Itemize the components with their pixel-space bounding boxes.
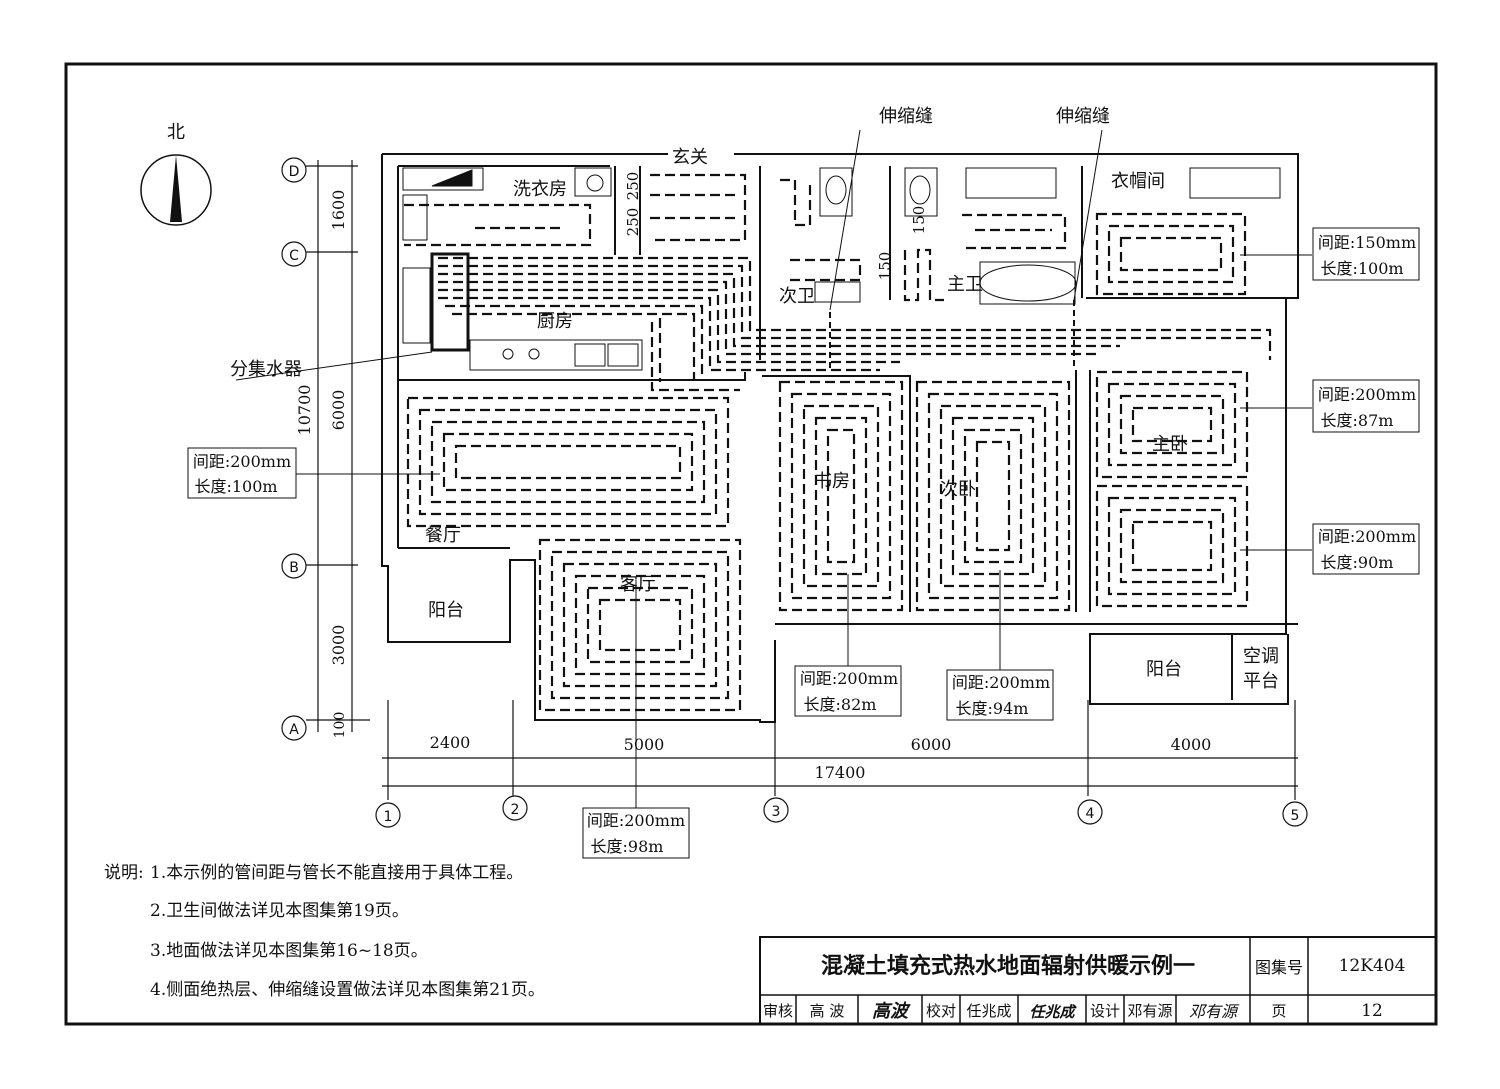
check-label: 校对 bbox=[926, 1002, 956, 1020]
axis-1: 1 bbox=[384, 809, 393, 825]
axis-D: D bbox=[289, 164, 300, 180]
dim-1600: 1600 bbox=[329, 190, 348, 231]
fixtures bbox=[402, 167, 1281, 371]
loop-length: 长度:90m bbox=[1321, 553, 1394, 572]
loop-box-study: 间距:200mm 长度:82m bbox=[794, 665, 902, 717]
room-second-bed: 次卧 bbox=[940, 479, 976, 500]
loop-spacing: 间距:200mm bbox=[587, 811, 685, 830]
note-4: 4.侧面绝热层、伸缩缝设置做法详见本图集第21页。 bbox=[150, 980, 545, 1000]
note-1: 1.本示例的管间距与管长不能直接用于具体工程。 bbox=[150, 863, 523, 883]
row-axes bbox=[281, 157, 370, 741]
notes-head: 说明: bbox=[104, 863, 144, 883]
axis-4: 4 bbox=[1086, 806, 1095, 822]
loop-box-master-lower: 间距:200mm 长度:90m bbox=[1312, 523, 1420, 575]
axis-A: A bbox=[289, 722, 299, 738]
room-living: 客厅 bbox=[620, 574, 656, 595]
room-master-bath: 主卫 bbox=[947, 274, 983, 295]
room-balcony-e: 阳台 bbox=[1146, 659, 1182, 680]
dim-6000: 6000 bbox=[329, 390, 348, 431]
room-kitchen: 厨房 bbox=[537, 311, 573, 332]
room-ac-2: 平台 bbox=[1243, 671, 1279, 692]
loop-box-dining: 间距:200mm 长度:100m bbox=[187, 447, 297, 499]
dim-250-b: 250 bbox=[624, 208, 642, 237]
manifold-label: 分集水器 bbox=[230, 359, 302, 380]
room-study: 书房 bbox=[814, 471, 850, 492]
title-block bbox=[759, 936, 1437, 1025]
check-name: 任兆成 bbox=[966, 1002, 1011, 1020]
review-name: 高 波 bbox=[810, 1002, 845, 1020]
dim-3000: 3000 bbox=[329, 625, 348, 666]
loop-spacing: 间距:200mm bbox=[800, 669, 898, 688]
loop-box-living: 间距:200mm 长度:98m bbox=[582, 807, 690, 859]
axis-C: C bbox=[289, 248, 299, 264]
loop-length: 长度:98m bbox=[591, 837, 664, 856]
loop-box-cloakroom: 间距:150mm 长度:100m bbox=[1312, 227, 1420, 281]
atlas-label: 图集号 bbox=[1255, 958, 1303, 977]
design-name: 邓有源 bbox=[1127, 1002, 1172, 1020]
walls bbox=[381, 153, 1299, 723]
room-laundry: 洗衣房 bbox=[513, 179, 567, 200]
room-xuanguan: 玄关 bbox=[672, 147, 708, 168]
expansion-joints bbox=[235, 129, 1103, 381]
dim-4000: 4000 bbox=[1171, 735, 1212, 754]
loop-length: 长度:94m bbox=[956, 699, 1029, 718]
dim-150-a: 150 bbox=[876, 252, 894, 281]
loop-length: 长度:87m bbox=[1321, 411, 1394, 430]
joint-label-1: 伸缩缝 bbox=[879, 106, 933, 127]
dim-6000-b: 6000 bbox=[911, 735, 952, 754]
review-label: 审核 bbox=[763, 1002, 793, 1020]
axis-5: 5 bbox=[1291, 808, 1300, 824]
note-3: 3.地面做法详见本图集第16~18页。 bbox=[150, 941, 428, 961]
dim-17400: 17400 bbox=[815, 763, 866, 782]
axis-3: 3 bbox=[772, 804, 781, 820]
loop-length: 长度:100m bbox=[1320, 259, 1403, 278]
drawing-frame bbox=[64, 62, 1438, 1026]
page-no: 12 bbox=[1361, 1001, 1383, 1021]
design-signature: 邓有源 bbox=[1189, 1002, 1240, 1021]
page-label: 页 bbox=[1271, 1002, 1286, 1020]
loop-spacing: 间距:200mm bbox=[1318, 527, 1416, 546]
heating-pipes bbox=[404, 173, 1272, 712]
loop-length: 长度:82m bbox=[804, 695, 877, 714]
dim-150-b: 150 bbox=[910, 206, 928, 235]
loop-length: 长度:100m bbox=[194, 477, 277, 496]
note-2: 2.卫生间做法详见本图集第19页。 bbox=[150, 901, 409, 921]
manifold bbox=[430, 252, 470, 352]
room-ac-1: 空调 bbox=[1243, 646, 1279, 667]
axis-B: B bbox=[289, 560, 299, 576]
atlas-no: 12K404 bbox=[1339, 956, 1406, 976]
room-balcony-w: 阳台 bbox=[428, 600, 464, 621]
notes: 说明: 1.本示例的管间距与管长不能直接用于具体工程。 2.卫生间做法详见本图集… bbox=[104, 863, 545, 1000]
loop-spacing: 间距:200mm bbox=[952, 673, 1050, 692]
dim-100: 100 bbox=[332, 712, 348, 739]
dim-2400: 2400 bbox=[430, 733, 471, 752]
room-cloakroom: 衣帽间 bbox=[1111, 171, 1165, 192]
loop-box-master-upper: 间距:200mm 长度:87m bbox=[1312, 379, 1420, 433]
drawing-title: 混凝土填充式热水地面辐射供暖示例一 bbox=[821, 953, 1195, 979]
axis-2: 2 bbox=[511, 802, 520, 818]
loop-spacing: 间距:200mm bbox=[193, 452, 291, 471]
room-second-bath: 次卫 bbox=[779, 286, 815, 307]
design-label: 设计 bbox=[1090, 1002, 1120, 1020]
review-signature: 高波 bbox=[872, 1001, 911, 1022]
dim-10700: 10700 bbox=[295, 385, 314, 436]
loop-spacing: 间距:200mm bbox=[1318, 385, 1416, 404]
north-compass: 北 bbox=[140, 122, 212, 226]
loop-spacing: 间距:150mm bbox=[1318, 233, 1416, 252]
check-signature: 任兆成 bbox=[1029, 1003, 1077, 1021]
dim-250-a: 250 bbox=[624, 172, 642, 201]
loop-box-second-bed: 间距:200mm 长度:94m bbox=[946, 669, 1054, 721]
room-master-bed: 主卧 bbox=[1152, 434, 1188, 455]
dim-5000: 5000 bbox=[624, 735, 665, 754]
room-dining: 餐厅 bbox=[425, 525, 461, 546]
leaders bbox=[296, 254, 1312, 808]
north-label: 北 bbox=[167, 122, 185, 143]
joint-label-2: 伸缩缝 bbox=[1056, 106, 1110, 127]
